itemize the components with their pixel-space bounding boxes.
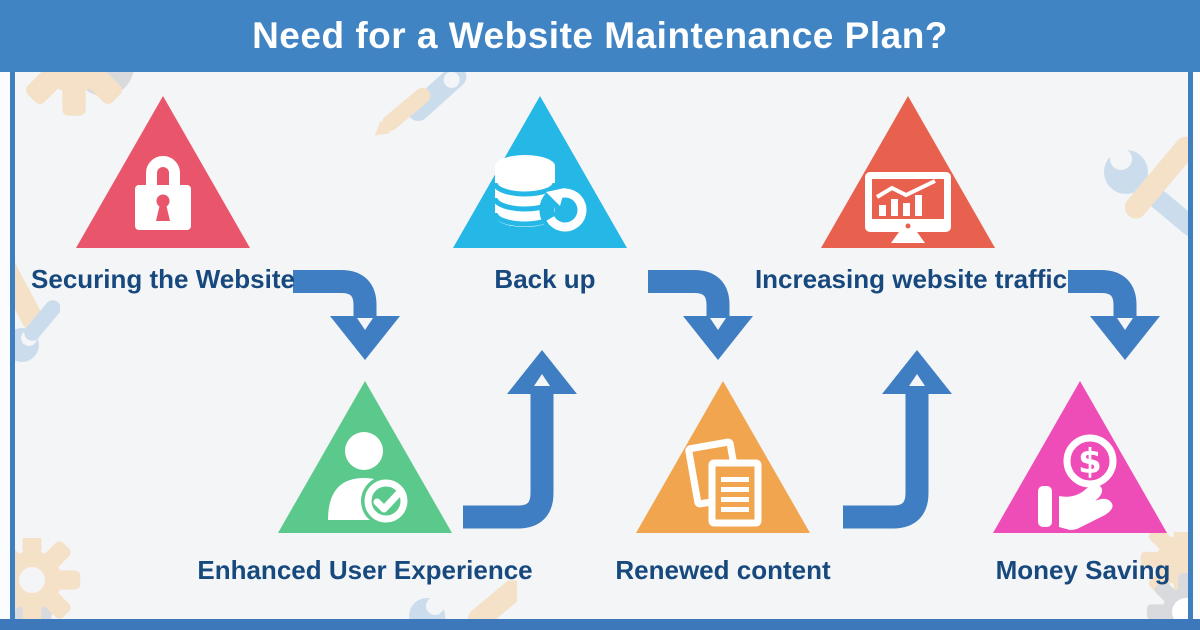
left-border-line (10, 72, 15, 619)
right-border-line (1188, 72, 1193, 619)
header-bar: Need for a Website Maintenance Plan? (0, 0, 1200, 72)
triangle-back-up (453, 96, 627, 248)
arrow-down-backup-to-content (648, 270, 753, 360)
page-title: Need for a Website Maintenance Plan? (252, 15, 948, 56)
monitor-analytics-icon (865, 172, 951, 243)
documents-icon (685, 438, 762, 527)
triangle-securing-website (76, 96, 250, 248)
hand-dollar-icon: $ (1038, 434, 1117, 530)
label-back-up: Back up (494, 264, 596, 294)
left-gutter (0, 72, 10, 619)
label-website-traffic: Increasing website traffic (754, 264, 1068, 294)
arrow-up-ux-to-backup (463, 350, 577, 529)
right-gutter (1190, 72, 1200, 619)
label-user-experience: Enhanced User Experience (197, 555, 533, 585)
triangle-website-traffic (821, 96, 995, 248)
label-money-saving: Money Saving (995, 555, 1171, 585)
lock-icon (135, 156, 191, 230)
triangle-renewed-content (636, 381, 810, 533)
triangle-user-experience (278, 381, 452, 533)
tools-decoration-top-right (1104, 136, 1200, 236)
tools-decoration-top-middle (374, 65, 467, 136)
dollar-symbol: $ (1078, 442, 1102, 482)
arrow-up-content-to-traffic (843, 350, 952, 529)
triangle-money-saving: $ (993, 381, 1167, 533)
arrow-down-traffic-to-money (1068, 270, 1160, 360)
footer-bar (0, 619, 1200, 630)
arrow-down-securing-to-ux (293, 270, 400, 360)
database-refresh-icon (492, 155, 591, 236)
label-renewed-content: Renewed content (615, 555, 831, 585)
user-check-icon (328, 432, 411, 526)
label-securing-website: Securing the Website (31, 264, 295, 294)
